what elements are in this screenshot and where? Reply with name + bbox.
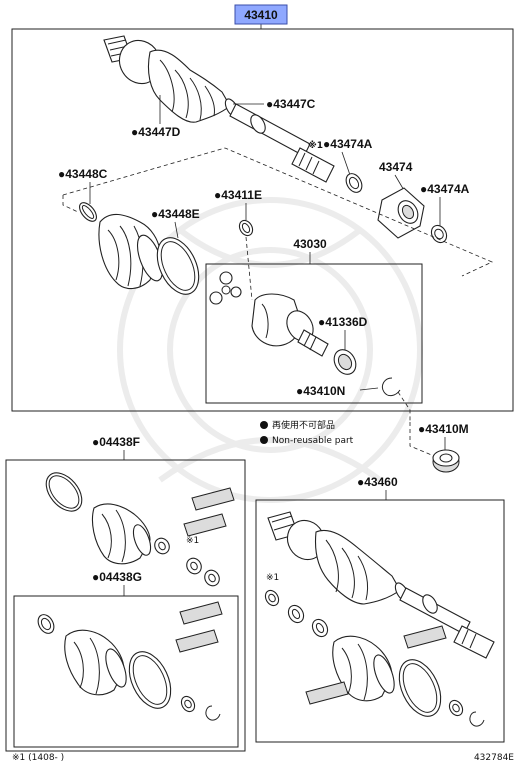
part-label-43447c[interactable]: ●43447C bbox=[266, 97, 316, 111]
part-label-41336d[interactable]: ●41336D bbox=[318, 315, 368, 329]
main-assembly-label[interactable]: 43410 bbox=[244, 8, 278, 22]
boot-kit-outline bbox=[62, 147, 493, 277]
inner-joint-box-43030 bbox=[205, 263, 423, 404]
part-label-43474a-top[interactable]: ※1●43474A bbox=[308, 137, 373, 151]
part-label-43460[interactable]: ●43460 bbox=[357, 475, 398, 489]
diagram-id: 432784E bbox=[474, 753, 514, 763]
kit-f-parts[interactable] bbox=[39, 466, 235, 588]
part-label-04438g[interactable]: ●04438G bbox=[92, 570, 142, 584]
svg-text:再使用不可部品: 再使用不可部品 bbox=[272, 419, 335, 431]
snap-ring-43474a-right[interactable] bbox=[428, 223, 449, 246]
svg-text:Non-reusable part: Non-reusable part bbox=[272, 436, 354, 446]
boot-clamp-43448c[interactable] bbox=[76, 200, 99, 225]
kit-43460-parts[interactable] bbox=[263, 588, 485, 727]
part-label-04438f[interactable]: ●04438F bbox=[92, 435, 140, 449]
kit-g-parts[interactable] bbox=[35, 601, 223, 721]
legend: 再使用不可部品 Non-reusable part bbox=[260, 419, 354, 446]
drive-shaft-box-43460 bbox=[255, 499, 505, 743]
part-label-43448c[interactable]: ●43448C bbox=[58, 167, 108, 181]
tripod-joint[interactable] bbox=[209, 271, 242, 305]
part-label-43474a-right[interactable]: ●43474A bbox=[420, 182, 470, 196]
main-assembly-label-bg bbox=[234, 4, 288, 25]
boot-clamp-43448e[interactable] bbox=[149, 231, 207, 301]
drive-shaft-upper[interactable] bbox=[103, 33, 335, 183]
ref-mark-kit-43460: ※1 bbox=[266, 573, 279, 583]
part-label-43448e[interactable]: ●43448E bbox=[151, 207, 200, 221]
ref-mark-kit-f: ※1 bbox=[186, 536, 199, 546]
snap-ring-43410n[interactable] bbox=[381, 377, 401, 397]
snap-ring-43411e[interactable] bbox=[237, 218, 255, 238]
inner-joint-housing[interactable] bbox=[251, 293, 329, 357]
part-label-43410n[interactable]: ●43410N bbox=[296, 384, 345, 398]
part-label-43411e[interactable]: ●43411E bbox=[214, 188, 262, 202]
part-label-43447d[interactable]: ●43447D bbox=[131, 125, 181, 139]
boot-kit-box-04438g bbox=[13, 595, 239, 748]
part-label-43410m[interactable]: ●43410M bbox=[418, 422, 469, 436]
drive-shaft-lower[interactable] bbox=[267, 511, 495, 659]
part-label-43030[interactable]: 43030 bbox=[293, 237, 327, 251]
footnote: ※1 (1408- ) bbox=[12, 753, 64, 763]
main-assembly-box bbox=[11, 28, 514, 412]
boot-43448e[interactable] bbox=[98, 213, 168, 290]
damper-43474[interactable] bbox=[377, 187, 425, 239]
snap-ring-43474a-top[interactable] bbox=[343, 171, 365, 195]
boot-kit-box-04438f bbox=[5, 459, 246, 752]
part-label-43474[interactable]: 43474 bbox=[379, 160, 413, 174]
